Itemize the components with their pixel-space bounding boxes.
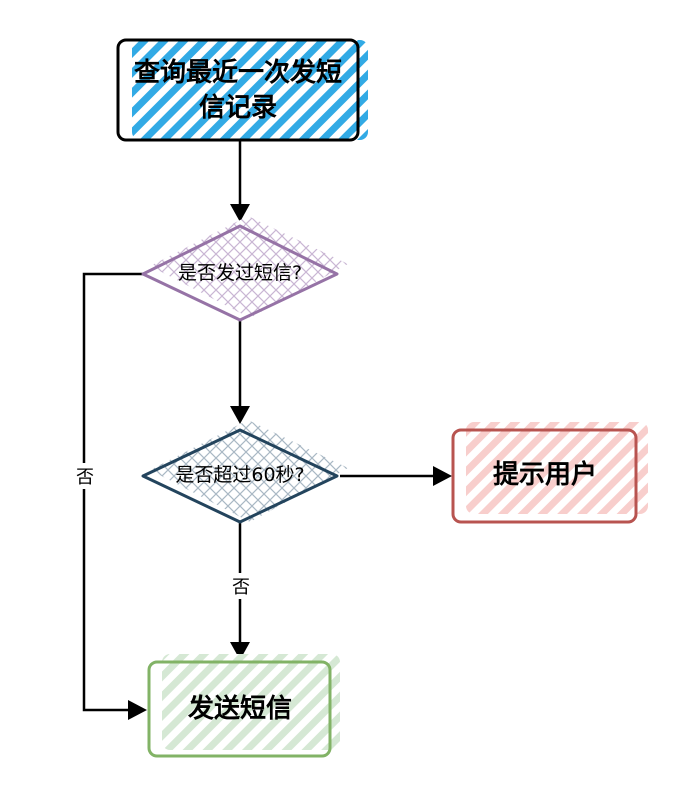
node-send-sms-label: 发送短信 xyxy=(187,694,292,725)
edge-time-check-to-prompt-user xyxy=(340,466,452,486)
node-send-sms[interactable] xyxy=(147,654,340,758)
node-sent-check-label: 是否发过短信? xyxy=(177,262,303,285)
node-time-check-diamond[interactable] xyxy=(141,420,348,524)
edge-left-no-label: 否 xyxy=(75,463,95,489)
node-sent-check-diamond[interactable] xyxy=(141,216,348,322)
node-query-label: 查询最近一次发短信记录 xyxy=(133,57,342,123)
edge-sent-check-to-time-check xyxy=(230,320,250,424)
node-prompt-user[interactable] xyxy=(451,422,648,524)
node-prompt-user-label: 提示用户 xyxy=(492,460,597,491)
edge-query-to-sent-check xyxy=(230,140,250,222)
edge-down-no-label: 否 xyxy=(231,573,251,599)
node-query-last-sms[interactable] xyxy=(116,38,368,142)
edge-sent-check-to-send-sms xyxy=(82,272,147,720)
node-time-check-label: 是否超过60秒? xyxy=(175,464,305,487)
